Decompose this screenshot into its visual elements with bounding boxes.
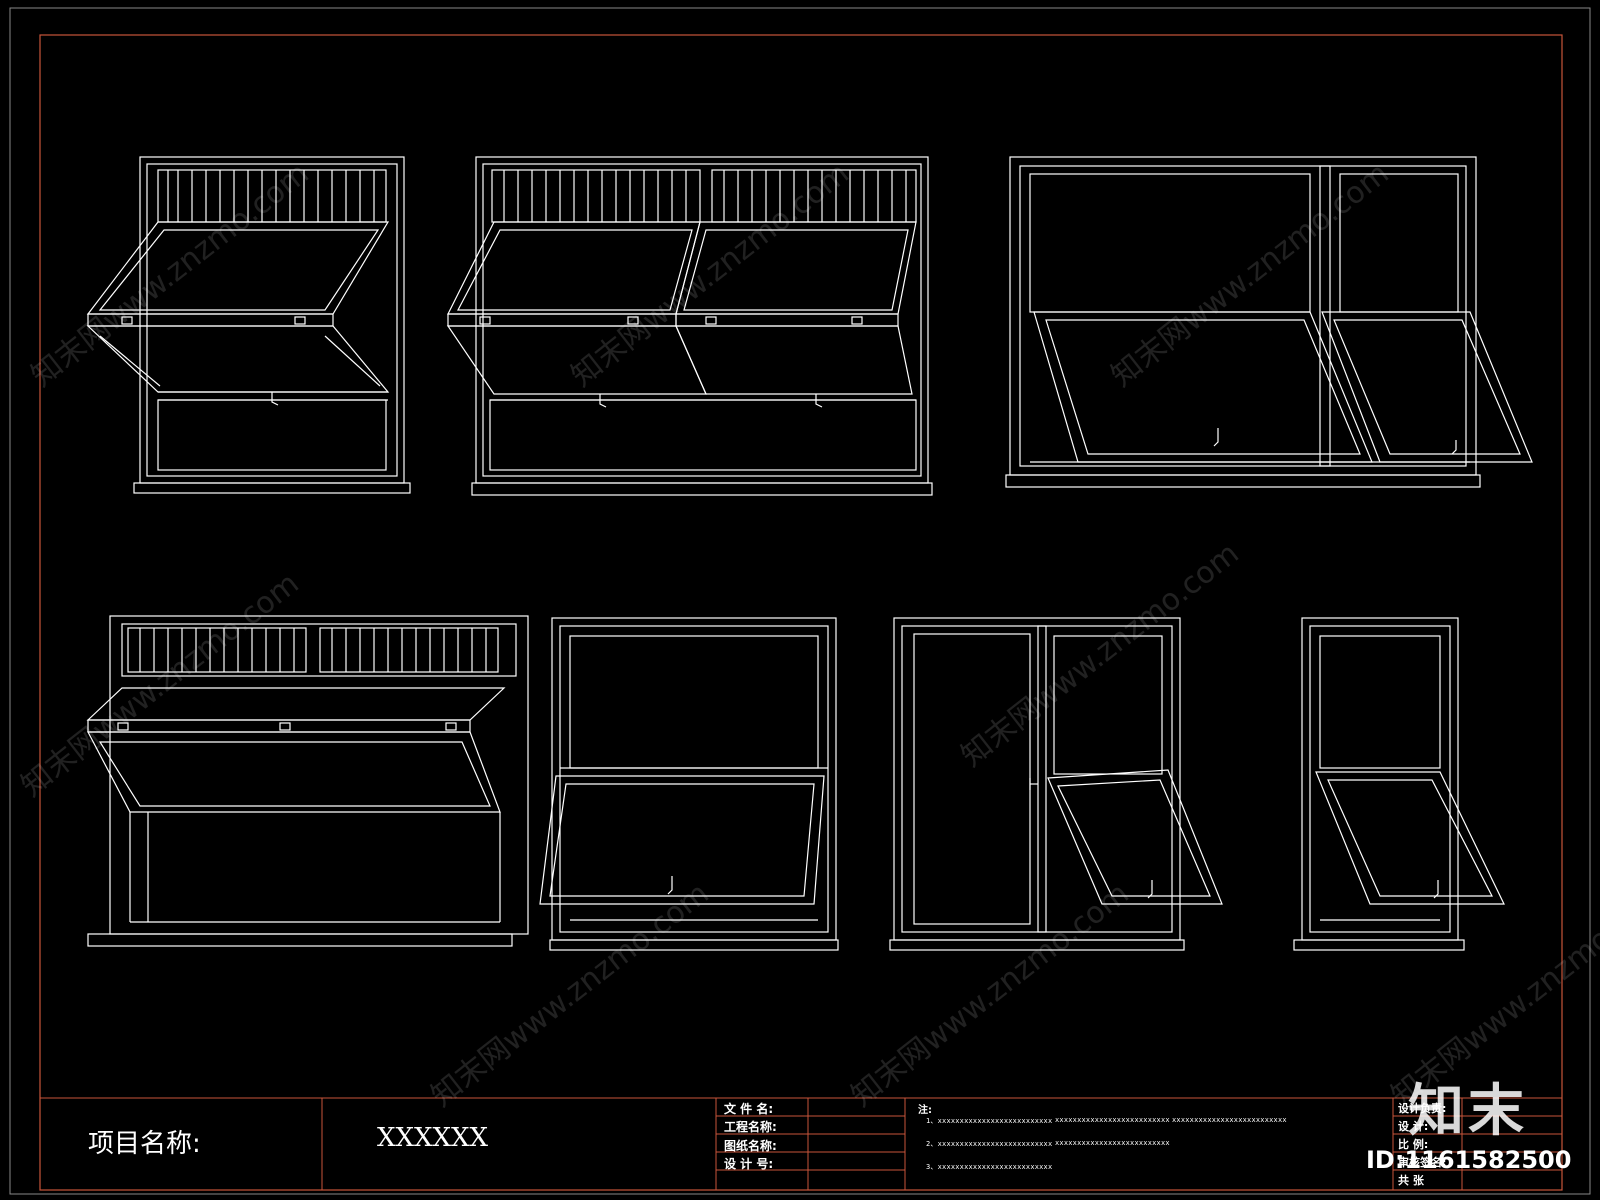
note-line: 2、xxxxxxxxxxxxxxxxxxxxxxxxxx	[926, 1140, 1053, 1148]
window-drawing-7	[1293, 617, 1505, 951]
brand-logo: 知末	[1408, 1079, 1528, 1144]
louver-grille-2b	[723, 170, 907, 222]
louver-grille-1	[167, 170, 375, 222]
title-block	[40, 1097, 1562, 1190]
image-id-text: ID:1161582500	[1366, 1146, 1572, 1174]
note-line: xxxxxxxxxxxxxxxxxxxxxxxxxx	[1055, 1116, 1170, 1124]
project-title-label: 工程名称:	[724, 1120, 777, 1134]
window-drawing-5	[539, 617, 839, 951]
louver-grille-2a	[503, 170, 687, 222]
note-line: 3、xxxxxxxxxxxxxxxxxxxxxxxxxx	[926, 1163, 1053, 1171]
note-line: xxxxxxxxxxxxxxxxxxxxxxxxxx	[1055, 1139, 1170, 1147]
window-drawing-6	[889, 617, 1223, 951]
notes-label: 注:	[918, 1105, 932, 1116]
note-line: 1、xxxxxxxxxxxxxxxxxxxxxxxxxx	[926, 1117, 1053, 1125]
designer-label: 设 计:	[1398, 1120, 1429, 1133]
window-drawing-3	[1005, 156, 1533, 488]
window-drawing-2	[446, 156, 933, 496]
sheet-count-label: 共 张	[1398, 1174, 1424, 1187]
note-line: xxxxxxxxxxxxxxxxxxxxxxxxxx	[1172, 1116, 1287, 1124]
window-drawing-1	[86, 156, 411, 494]
file-name-label: 文 件 名:	[724, 1102, 774, 1116]
project-name-value: XXXXXX	[377, 1123, 489, 1153]
scale-label: 比 例:	[1398, 1138, 1429, 1151]
design-lead-label: 设计负责:	[1398, 1102, 1447, 1115]
drawing-frame	[39, 34, 1563, 1191]
louver-grille-4	[139, 628, 487, 672]
review-sign-label: 审核签名:	[1398, 1156, 1447, 1169]
design-number-label: 设 计 号:	[724, 1157, 774, 1171]
window-drawing-4	[86, 615, 529, 947]
drawing-name-label: 图纸名称:	[724, 1139, 777, 1153]
project-name-label: 项目名称:	[88, 1129, 201, 1159]
